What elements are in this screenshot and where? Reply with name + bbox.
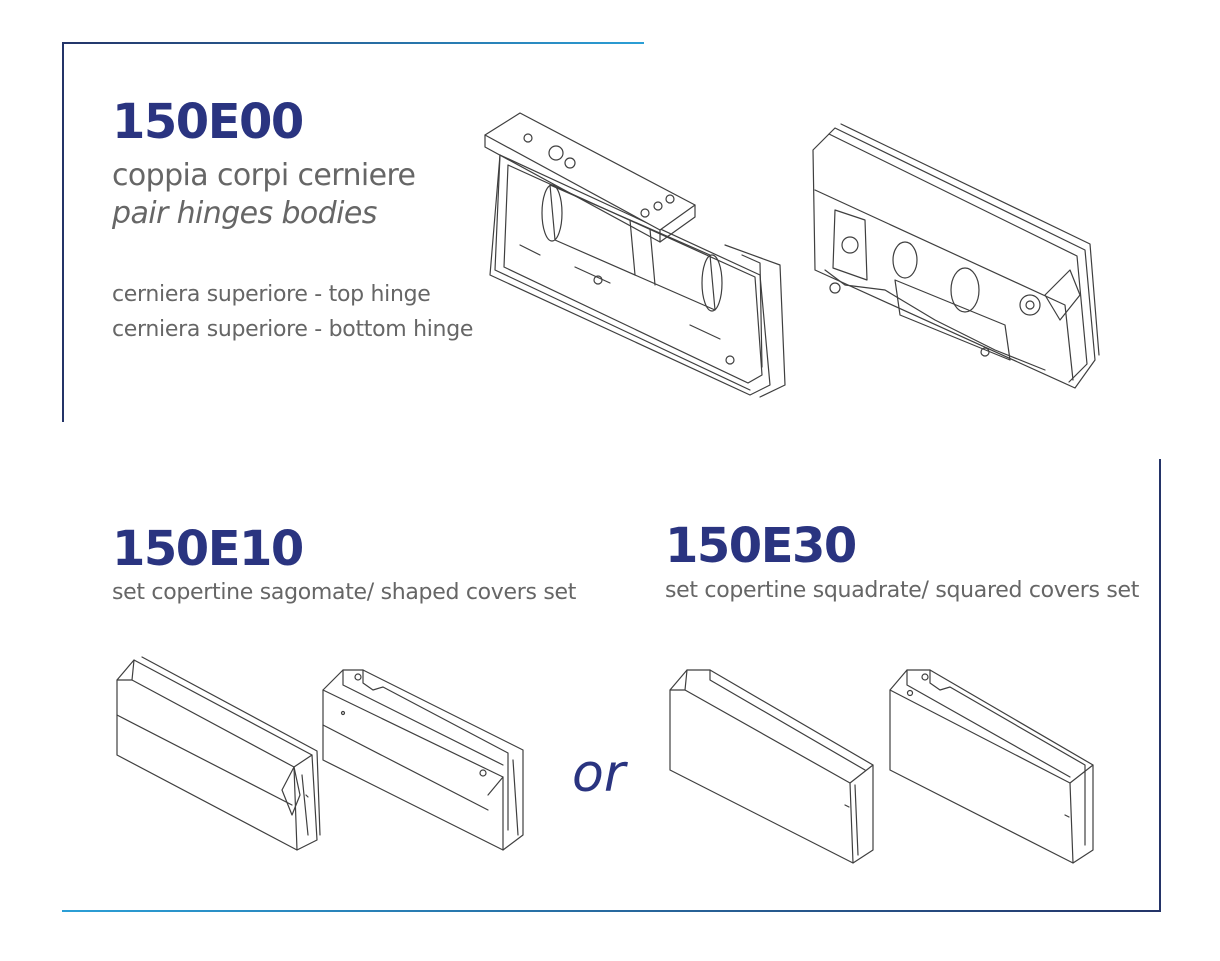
squared-cover-back-drawing xyxy=(889,669,1094,864)
product-code-150e30: 150E30 xyxy=(665,518,857,574)
hinge-body-top-drawing xyxy=(484,112,786,398)
hinge-body-bottom-drawing xyxy=(812,123,1100,389)
squared-cover-front-drawing xyxy=(669,669,874,864)
top-frame-line xyxy=(62,42,644,44)
bottom-frame-line xyxy=(62,910,1161,912)
right-frame-line xyxy=(1159,459,1161,912)
bottom-hinge-label: cerniera superiore - bottom hinge xyxy=(112,317,474,342)
product-name-en: pair hinges bodies xyxy=(112,196,377,231)
product-description-150e30: set copertine squadrate/ squared covers … xyxy=(665,578,1140,603)
shaped-cover-front-drawing xyxy=(116,656,321,851)
product-description-150e10: set copertine sagomate/ shaped covers se… xyxy=(112,580,577,605)
or-separator: or xyxy=(572,744,626,804)
product-code-150e10: 150E10 xyxy=(112,521,304,577)
left-frame-line xyxy=(62,42,64,422)
top-hinge-label: cerniera superiore - top hinge xyxy=(112,282,431,307)
product-name-it: coppia corpi cerniere xyxy=(112,158,416,193)
shaped-cover-back-drawing xyxy=(322,669,524,851)
product-code-150e00: 150E00 xyxy=(112,94,304,150)
